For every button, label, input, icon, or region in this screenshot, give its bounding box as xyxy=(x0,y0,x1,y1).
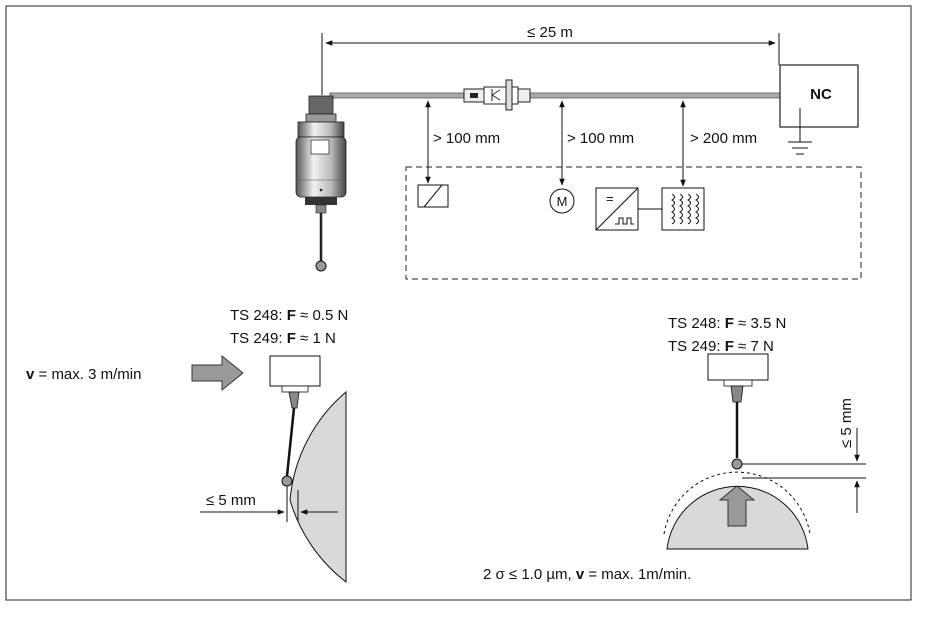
left-force-text: TS 248: F ≈ 0.5 N TS 249: F ≈ 1 N xyxy=(230,307,348,347)
bottom-note: 2 σ ≤ 1.0 µm, v = max. 1m/min. xyxy=(483,566,691,583)
transformer-icon xyxy=(662,188,704,230)
nc-unit: NC xyxy=(780,65,858,127)
converter-symbol: = xyxy=(606,191,614,206)
nc-label: NC xyxy=(810,86,832,103)
distance-arrows: > 100 mm > 100 mm > 200 mm xyxy=(428,101,757,186)
motor-label: M xyxy=(557,194,568,209)
distance-label-1: > 100 mm xyxy=(433,130,500,147)
cable-connector xyxy=(464,80,530,110)
left-speed-text: v = max. 3 m/min xyxy=(26,366,141,383)
right-force-text: TS 248: F ≈ 3.5 N TS 249: F ≈ 7 N xyxy=(668,315,786,355)
converter-icon: = xyxy=(596,188,662,230)
right-probe xyxy=(708,354,768,469)
right-deflection-label: ≤ 5 mm xyxy=(838,398,855,448)
left-deflection-label: ≤ 5 mm xyxy=(206,492,256,509)
svg-text:v = max. 3 m/min: v = max. 3 m/min xyxy=(26,366,141,383)
right-workpiece xyxy=(664,472,810,549)
touch-probe-top xyxy=(296,96,346,271)
svg-text:TS 249: F ≈ 1 N: TS 249: F ≈ 1 N xyxy=(230,330,336,347)
cable xyxy=(330,93,780,98)
left-workpiece xyxy=(290,392,346,582)
distance-label-2: > 100 mm xyxy=(567,130,634,147)
svg-text:TS 248: F ≈ 3.5 N: TS 248: F ≈ 3.5 N xyxy=(668,315,786,332)
svg-text:TS 249: F ≈ 7 N: TS 249: F ≈ 7 N xyxy=(668,338,774,355)
svg-text:2 σ ≤ 1.0 µm, v = max. 1m/min.: 2 σ ≤ 1.0 µm, v = max. 1m/min. xyxy=(483,566,691,583)
svg-text:TS 248: F ≈ 0.5 N: TS 248: F ≈ 0.5 N xyxy=(230,307,348,324)
relay-icon xyxy=(418,185,448,207)
cable-length-label: ≤ 25 m xyxy=(527,24,573,41)
cable-length-dimension: ≤ 25 m xyxy=(322,24,779,95)
motor-icon: M xyxy=(550,189,574,213)
movement-arrow-icon xyxy=(192,356,243,390)
distance-label-3: > 200 mm xyxy=(690,130,757,147)
